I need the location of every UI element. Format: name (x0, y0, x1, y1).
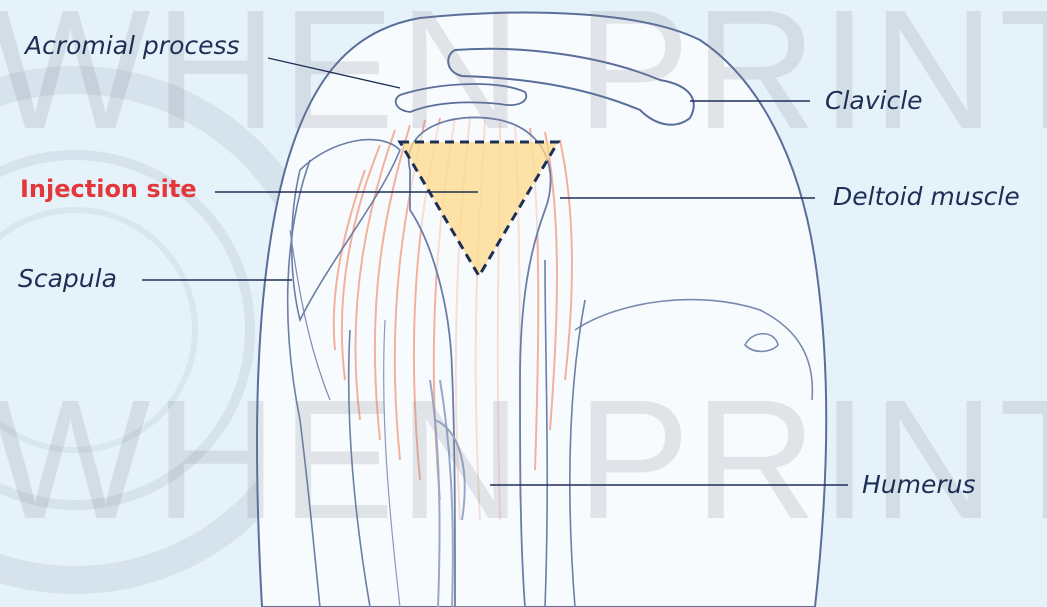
label-acromial-process: Acromial process (25, 33, 240, 58)
label-clavicle: Clavicle (825, 88, 923, 113)
leader-acromial-process (268, 58, 400, 88)
label-injection-site: Injection site (20, 177, 197, 201)
label-scapula: Scapula (18, 266, 117, 291)
label-humerus: Humerus (862, 472, 976, 497)
label-deltoid-muscle: Deltoid muscle (833, 184, 1020, 209)
